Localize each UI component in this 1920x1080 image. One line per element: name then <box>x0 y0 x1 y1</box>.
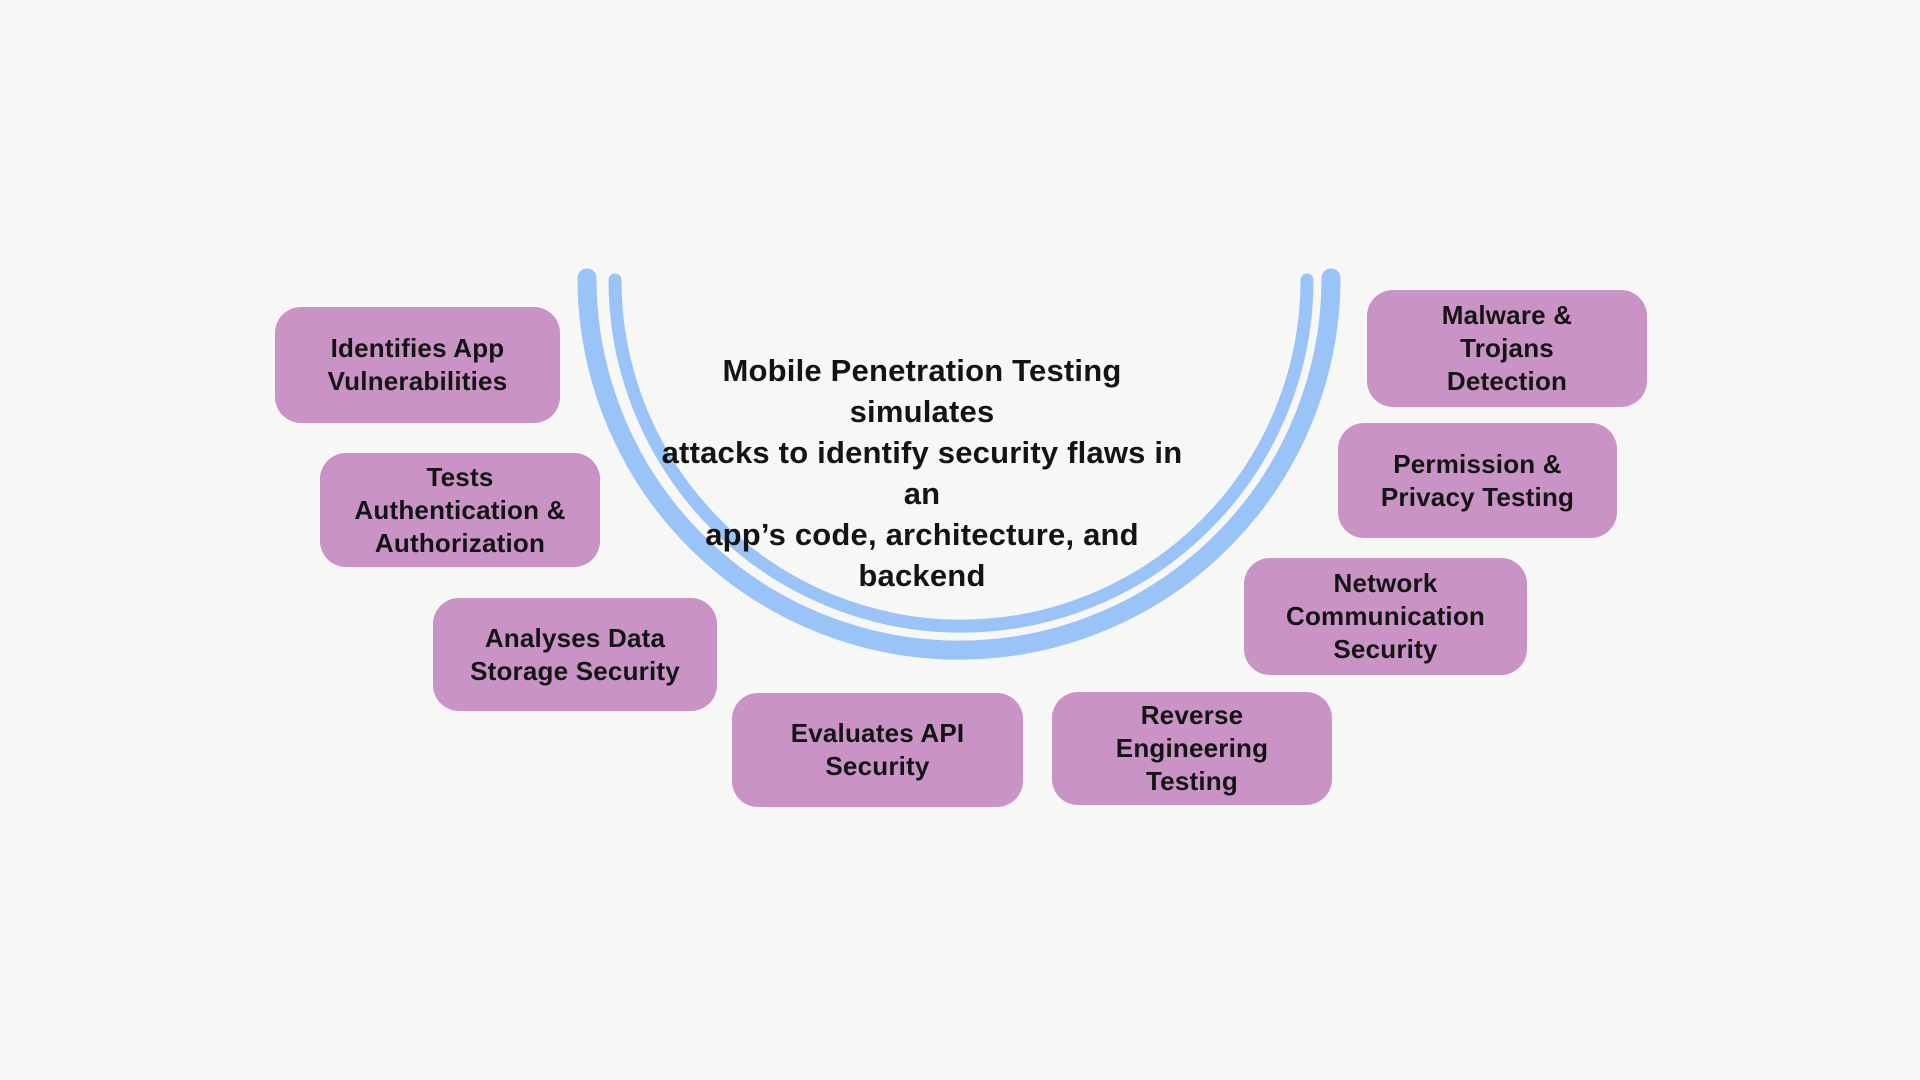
node-label: Permission & Privacy Testing <box>1380 448 1575 512</box>
node-permission-privacy-testing: Permission & Privacy Testing <box>1338 423 1617 538</box>
node-label: Evaluates API Security <box>790 718 965 781</box>
arc-inner <box>608 273 1314 633</box>
node-label: Identifies App Vulnerabilities <box>327 333 508 396</box>
node-network-communication-security: Network Communication Security <box>1244 558 1527 675</box>
node-label: Tests Authentication & Authorization <box>354 461 566 558</box>
node-evaluates-api-security: Evaluates API Security <box>732 693 1023 807</box>
node-label: Reverse Engineering Testing <box>1115 700 1269 796</box>
center-description: Mobile Penetration Testing simulates att… <box>661 353 1183 593</box>
arc-outer <box>577 268 1341 660</box>
node-reverse-engineering-testing: Reverse Engineering Testing <box>1052 692 1332 805</box>
node-label: Network Communication Security <box>1285 568 1486 664</box>
node-label: Analyses Data Storage Security <box>470 622 680 686</box>
node-identifies-app-vulnerabilities: Identifies App Vulnerabilities <box>275 307 560 423</box>
node-label: Malware & Trojans Detection <box>1441 300 1573 396</box>
node-analyses-data-storage-security: Analyses Data Storage Security <box>433 598 717 711</box>
node-tests-authentication-authorization: Tests Authentication & Authorization <box>320 453 600 567</box>
node-malware-trojans-detection: Malware & Trojans Detection <box>1367 290 1647 407</box>
